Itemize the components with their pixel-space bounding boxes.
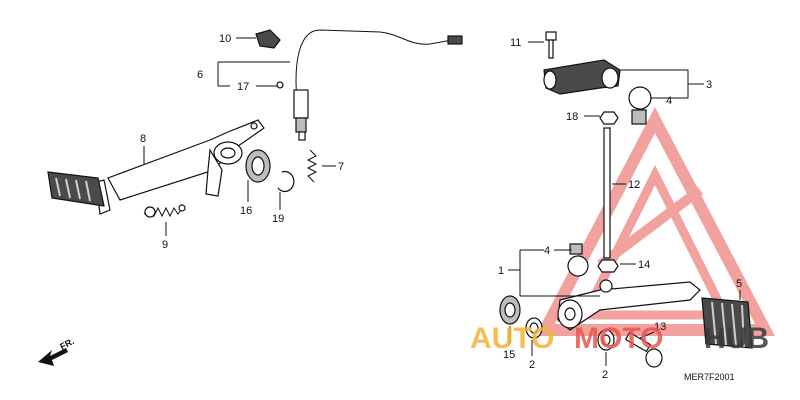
- callout-19: 19: [272, 213, 284, 225]
- watermark-part1: AUTO: [470, 322, 554, 355]
- callout-13: 13: [654, 321, 666, 333]
- callout-4-upper: 4: [666, 95, 672, 107]
- callout-9: 9: [162, 239, 168, 251]
- joint-upper: [628, 86, 652, 125]
- brake-pedal: [95, 119, 265, 215]
- shift-rubber: [701, 297, 753, 349]
- leader-lines: [143, 37, 741, 366]
- direction-label: FR.: [58, 336, 75, 352]
- callout-5: 5: [736, 278, 742, 290]
- callout-8: 8: [140, 133, 146, 145]
- seal-left: [525, 317, 543, 339]
- seal-right: [597, 329, 615, 351]
- direction-marker: FR.: [38, 336, 76, 366]
- callout-3: 3: [706, 79, 712, 91]
- drawing-code: MER7F2001: [684, 372, 735, 382]
- washer-15: [499, 295, 521, 325]
- watermark-part2: MOTO: [574, 322, 663, 355]
- pivot-bolt: [624, 331, 663, 368]
- callout-6: 6: [197, 69, 203, 81]
- nut-14: [597, 259, 619, 273]
- washer: [245, 149, 271, 183]
- callout-11: 11: [510, 37, 521, 49]
- arrow-icon: [38, 348, 68, 366]
- callout-17: 17: [237, 81, 249, 93]
- tie-rod: [603, 127, 611, 259]
- watermark-part3: HUB: [704, 322, 769, 355]
- callout-12: 12: [628, 179, 640, 191]
- callout-2-right: 2: [602, 369, 608, 381]
- joint-lower: [567, 243, 589, 277]
- callout-18: 18: [566, 111, 578, 123]
- pedal-rubber: [47, 171, 105, 207]
- callout-14: 14: [638, 259, 650, 271]
- watermark-logo: [535, 107, 775, 336]
- callout-10: 10: [219, 33, 231, 45]
- watermark-text: AUTO MOTO HUB: [470, 322, 769, 355]
- callout-15: 15: [503, 349, 515, 361]
- shift-arm: [543, 59, 621, 95]
- callout-4-lower: 4: [544, 245, 550, 257]
- return-spring: [143, 204, 186, 218]
- callout-1: 1: [498, 265, 504, 277]
- callout-2-left: 2: [529, 359, 535, 371]
- cable-clip: [255, 29, 281, 49]
- callout-16: 16: [240, 205, 252, 217]
- callout-7: 7: [338, 161, 344, 173]
- callout-labels: 10 6 17 8 9 16 19 7 11 3 4 18 12 4 14 1 …: [140, 33, 742, 381]
- nut-18: [599, 111, 619, 125]
- bolt-11: [545, 31, 557, 59]
- switch-spring: [306, 149, 318, 183]
- brake-switch-assembly: [276, 29, 463, 141]
- gearshift-pedal: [557, 279, 701, 331]
- circlip: [277, 170, 295, 193]
